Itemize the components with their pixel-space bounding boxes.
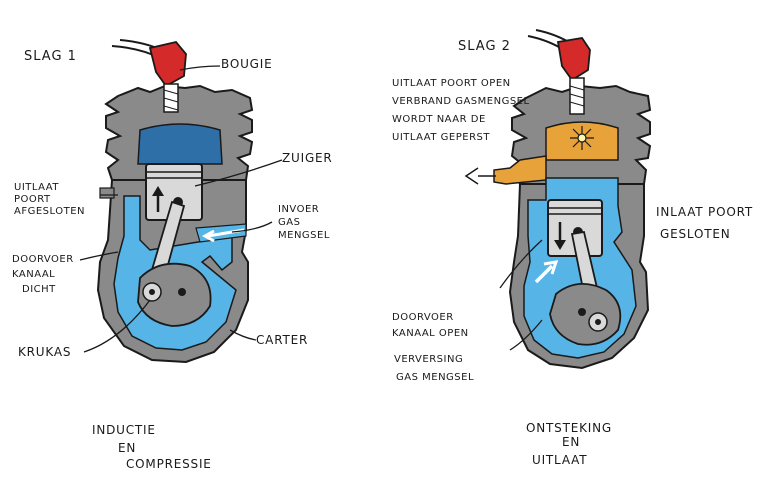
label-s2-doorvoer-1: DOORVOER: [392, 312, 454, 323]
label-s2-verversing-2: GAS MENGSEL: [396, 372, 474, 383]
label-invoer-2: GAS: [278, 217, 300, 228]
caption-1-line-2: EN: [118, 441, 136, 455]
spark-plug-2: [527, 29, 591, 115]
stroke-2-title: SLAG 2: [458, 39, 511, 54]
label-s2-uitlaat-2: VERBRAND GASMENGSEL: [392, 96, 530, 107]
engine-stroke-1: [79, 39, 283, 364]
label-doorvoer-2: KANAAL: [12, 269, 55, 280]
transfer-arrow-2: [534, 264, 554, 284]
label-s2-uitlaat-1: UITLAAT POORT OPEN: [392, 78, 511, 89]
exhaust-duct-2: [493, 155, 547, 185]
label-doorvoer-3: DICHT: [22, 284, 56, 295]
label-s2-uitlaat-4: UITLAAT GEPERST: [392, 132, 490, 143]
label-uitlaat-3: AFGESLOTEN: [14, 206, 85, 217]
label-carter: CARTER: [256, 333, 308, 347]
label-s2-doorvoer-2: KANAAL OPEN: [392, 328, 469, 339]
spark-plug-1: [111, 39, 187, 113]
label-invoer-1: INVOER: [278, 204, 319, 215]
label-s2-uitlaat-3: WORDT NAAR DE: [392, 114, 486, 125]
crankshaft-1: [137, 262, 212, 327]
caption-2-line-2: EN: [562, 435, 580, 449]
combustion-chamber-1: [137, 123, 223, 165]
stroke-1-title: SLAG 1: [24, 49, 77, 64]
label-uitlaat-2: POORT: [14, 194, 51, 205]
caption-1-line-1: INDUCTIE: [92, 423, 156, 437]
engine-stroke-2: [464, 29, 652, 370]
label-s2-inlaat-2: GESLOTEN: [660, 227, 731, 241]
label-bougie: BOUGIE: [221, 57, 272, 71]
caption-1-line-3: COMPRESSIE: [126, 457, 212, 471]
label-s2-inlaat-1: INLAAT POORT: [656, 205, 753, 219]
label-s2-verversing-1: VERVERSING: [394, 354, 463, 365]
label-krukas: KRUKAS: [18, 345, 71, 359]
caption-2-line-3: UITLAAT: [532, 453, 587, 467]
label-zuiger: ZUIGER: [282, 151, 333, 165]
label-invoer-3: MENGSEL: [278, 230, 330, 241]
label-uitlaat-1: UITLAAT: [14, 182, 59, 193]
label-doorvoer-1: DOORVOER: [12, 254, 74, 265]
spark-burst-icon: [570, 126, 594, 150]
caption-2-line-1: ONTSTEKING: [526, 421, 612, 435]
exhaust-port-1: [99, 187, 115, 199]
